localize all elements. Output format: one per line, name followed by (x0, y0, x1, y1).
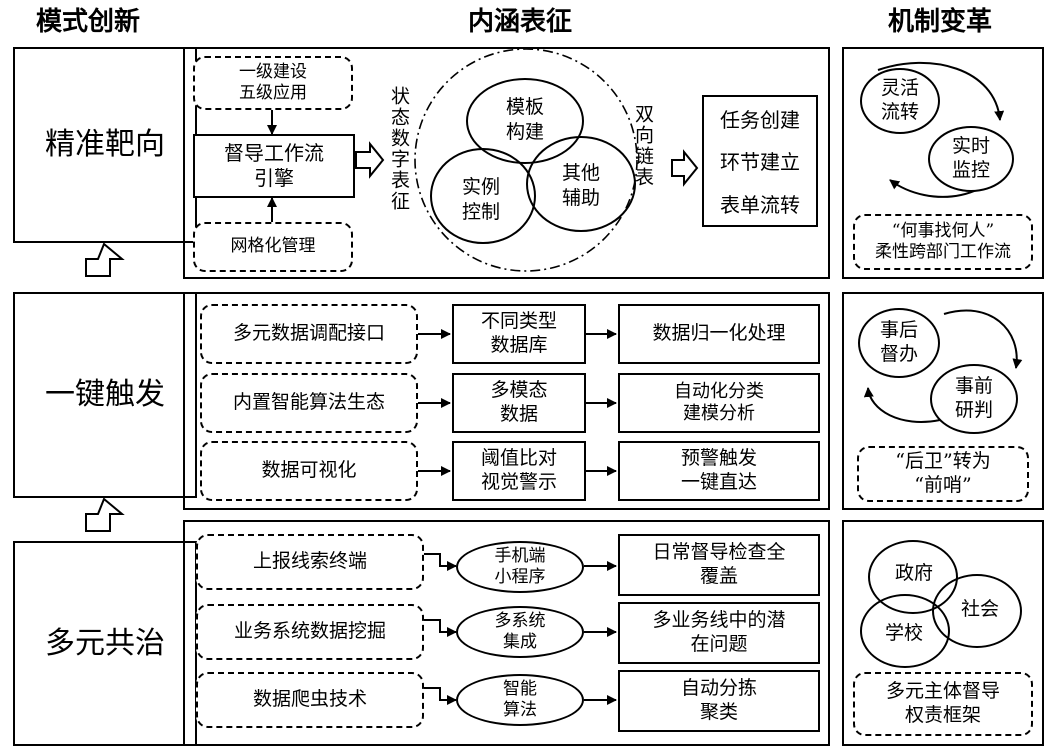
caption-guard-to-sentinel: “后卫”转为 “前哨” (857, 446, 1029, 502)
panel-row2 (183, 292, 830, 510)
box-grid-management: 网格化管理 (193, 222, 353, 272)
box-auto-sort: 自动分拣 聚类 (618, 670, 820, 732)
ellipse-pre-judgement: 事前 研判 (930, 364, 1018, 434)
box-data-interface: 多元数据调配接口 (200, 304, 418, 364)
ellipse-system-integration: 多系统 集成 (456, 606, 584, 658)
caption-responsibility-framework: 多元主体督导 权责框架 (853, 672, 1033, 736)
box-auto-classify: 自动化分类 建模分析 (618, 373, 820, 433)
ellipse-smart-algorithm: 智能 算法 (456, 674, 584, 726)
panel-mech3 (842, 520, 1044, 746)
circle-other (526, 136, 636, 232)
box-multimodal: 多模态 数据 (452, 373, 586, 433)
header-mode-innovation: 模式创新 (35, 6, 140, 37)
box-ai-ecosystem: 内置智能算法生态 (200, 373, 418, 433)
text-society: 社会 (960, 597, 999, 620)
box-daily-inspection: 日常督导检查全 覆盖 (618, 534, 820, 596)
label-bidirectional-list: 双向链表 (632, 104, 654, 188)
box-warning-trigger: 预警触发 一键直达 (618, 441, 820, 501)
text-template-build: 模板 构建 (505, 96, 544, 143)
up-arrow-2 (85, 497, 125, 532)
mode-precise-target: 精准靶向 (13, 47, 197, 243)
panel-mech1 (842, 47, 1044, 279)
ellipse-flexible-flow: 灵活 流转 (860, 68, 940, 134)
header-connotation: 内涵表征 (467, 6, 572, 37)
text-task-create: 任务创建 (720, 107, 800, 132)
panel-row3 (183, 520, 830, 746)
ellipse-mini-program: 手机端 小程序 (456, 541, 584, 593)
mode-one-click-trigger: 一键触发 (13, 292, 197, 498)
representation-circle (414, 48, 638, 272)
panel-mech2 (842, 292, 1044, 510)
up-arrow-1 (85, 242, 125, 277)
text-government: 政府 (894, 561, 933, 584)
text-school: 学校 (884, 621, 923, 644)
mode-multi-governance: 多元共治 (13, 541, 197, 746)
text-step-build: 环节建立 (720, 150, 800, 175)
box-system-mining: 业务系统数据挖掘 (196, 604, 424, 660)
box-normalize: 数据归一化处理 (618, 304, 820, 364)
box-task-output: 任务创建 环节建立 表单流转 (702, 95, 818, 227)
box-level-build: 一级建设 五级应用 (193, 56, 353, 110)
label-state-digital: 状态数字表征 (388, 86, 410, 212)
ellipse-realtime-monitor: 实时 监控 (928, 126, 1014, 192)
box-db-types: 不同类型 数据库 (452, 304, 586, 364)
text-other-assist: 其他 辅助 (561, 162, 600, 209)
ellipse-post-supervision: 事后 督办 (858, 308, 940, 378)
header-mechanism: 机制变革 (887, 6, 992, 37)
circle-template (466, 78, 584, 164)
box-latent-problems: 多业务线中的潜 在问题 (618, 602, 820, 664)
hollow-arrow-output (671, 149, 699, 187)
caption-cross-dept: “何事找何人” 柔性跨部门工作流 (853, 214, 1033, 270)
box-workflow-engine: 督导工作流 引擎 (193, 134, 355, 198)
box-visualization: 数据可视化 (200, 441, 418, 501)
box-report-terminal: 上报线索终端 (196, 534, 424, 590)
panel-row1 (183, 47, 830, 279)
hollow-arrow-engine (355, 141, 385, 179)
text-instance-control: 实例 控制 (461, 176, 500, 223)
circle-school (860, 594, 950, 668)
text-form-flow: 表单流转 (720, 193, 800, 218)
box-threshold-alert: 阈值比对 视觉警示 (452, 441, 586, 501)
box-crawler: 数据爬虫技术 (196, 672, 424, 728)
